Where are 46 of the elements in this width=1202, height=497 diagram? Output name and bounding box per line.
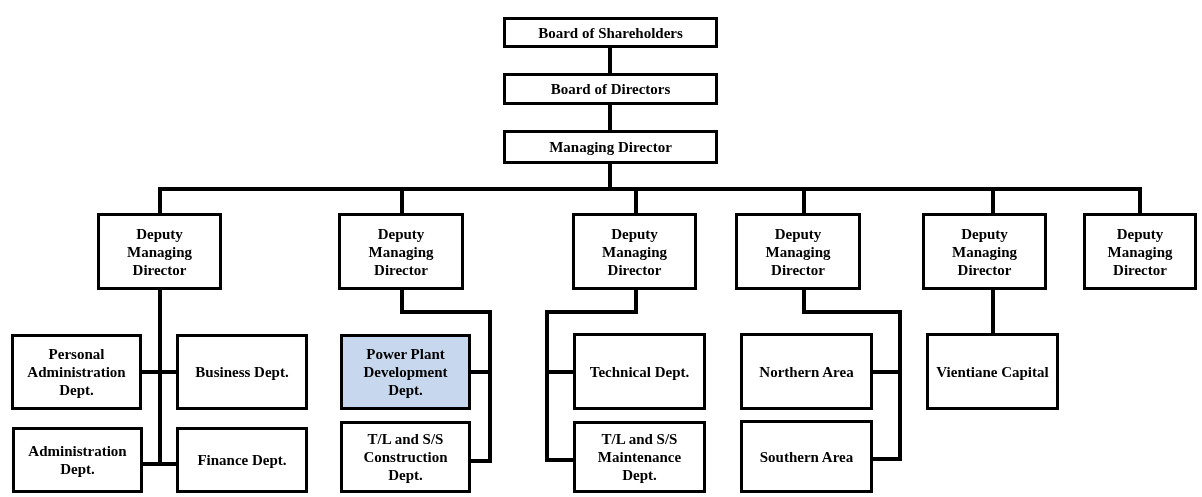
org-box: [740, 420, 873, 493]
connector-line: [608, 48, 612, 73]
connector-line: [608, 105, 612, 130]
box-label: Deputy Managing Director: [367, 224, 435, 279]
org-box: [503, 73, 718, 105]
org-box: [340, 421, 471, 493]
org-box: [97, 213, 222, 290]
org-box: [740, 333, 873, 410]
box-label: Northern Area: [759, 362, 854, 381]
box-label: Personal Administration Dept.: [26, 345, 127, 399]
connector-line: [991, 290, 995, 333]
connector-line: [545, 290, 638, 462]
org-box: [1083, 213, 1197, 290]
connector-line: [802, 290, 902, 461]
org-box: [503, 17, 718, 48]
org-box: [176, 427, 308, 493]
box-label: Administration Dept.: [27, 442, 128, 478]
box-label: Southern Area: [759, 447, 854, 466]
box-label: Power Plant Development Dept.: [362, 345, 449, 399]
org-box: [338, 213, 464, 290]
org-box: [922, 213, 1047, 290]
org-box: [340, 334, 471, 410]
box-label: T/L and S/S Maintenance Dept.: [596, 430, 683, 484]
box-label: Board of Directors: [550, 80, 671, 98]
box-label: Deputy Managing Director: [601, 224, 668, 279]
box-label: Deputy Managing Director: [126, 224, 193, 279]
box-label: Technical Dept.: [589, 362, 690, 381]
org-box: [573, 421, 706, 493]
org-box: [11, 334, 142, 410]
org-box: [176, 334, 308, 410]
box-label: Deputy Managing Director: [1106, 224, 1174, 279]
box-label: Managing Director: [549, 138, 672, 156]
org-box: [572, 213, 697, 290]
org-box: [573, 333, 706, 410]
org-box: [926, 333, 1059, 410]
connector-line: [400, 290, 492, 463]
box-label: Finance Dept.: [197, 451, 287, 469]
box-label: Business Dept.: [195, 363, 289, 381]
box-label: Board of Shareholders: [538, 23, 683, 42]
org-box: [735, 213, 861, 290]
org-box: [503, 130, 718, 164]
box-label: T/L and S/S Construction Dept.: [362, 430, 449, 484]
box-label: Deputy Managing Director: [764, 224, 832, 279]
box-label: Deputy Managing Director: [951, 224, 1018, 279]
box-label: Vientiane Capital: [936, 362, 1049, 381]
org-box: [12, 427, 143, 493]
